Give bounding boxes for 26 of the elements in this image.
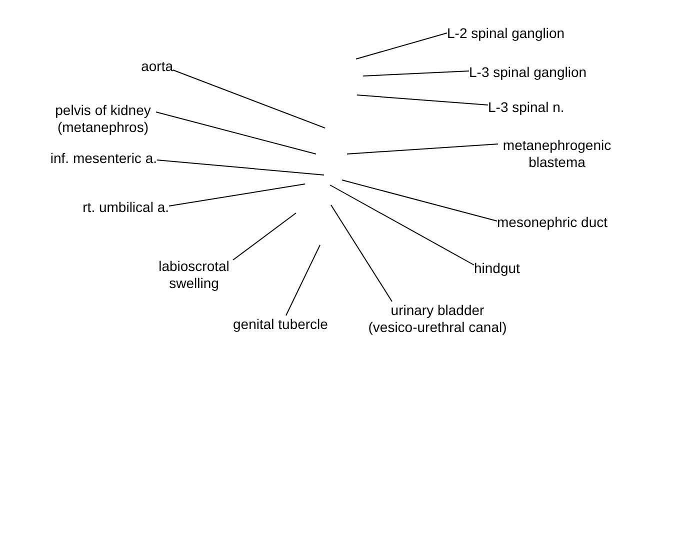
leader-line	[172, 70, 326, 128]
leader-line	[286, 244, 320, 316]
anatomy-label: aorta	[141, 58, 173, 74]
leader-line	[330, 204, 392, 302]
anatomy-label: inf. mesenteric a.	[50, 150, 157, 166]
leader-line	[356, 94, 488, 106]
leader-line	[362, 70, 470, 76]
anatomy-label: mesonephric duct	[497, 214, 608, 230]
anatomy-label: L-2 spinal ganglion	[447, 24, 565, 42]
anatomy-label: hindgut	[474, 260, 520, 276]
anatomy-label: labioscrotal swelling	[155, 258, 233, 292]
anatomy-label: L-3 spinal n.	[488, 98, 564, 116]
anatomy-label: urinary bladder (vesico-urethral canal)	[366, 302, 508, 336]
leader-line	[168, 184, 306, 206]
leader-line	[346, 144, 498, 154]
anatomy-label: L-3 spinal ganglion	[469, 64, 587, 80]
anatomy-label: rt. umbilical a.	[82, 198, 169, 216]
leader-line	[156, 160, 324, 176]
leader-line	[356, 32, 448, 60]
anatomy-label: genital tubercle	[233, 316, 328, 332]
leader-line	[232, 212, 296, 260]
leader-line	[342, 180, 498, 222]
anatomy-label: metanephrogenic blastema	[498, 136, 616, 170]
leader-line	[330, 184, 474, 266]
anatomy-label: pelvis of kidney (metanephros)	[50, 102, 156, 136]
leader-line	[156, 112, 316, 154]
